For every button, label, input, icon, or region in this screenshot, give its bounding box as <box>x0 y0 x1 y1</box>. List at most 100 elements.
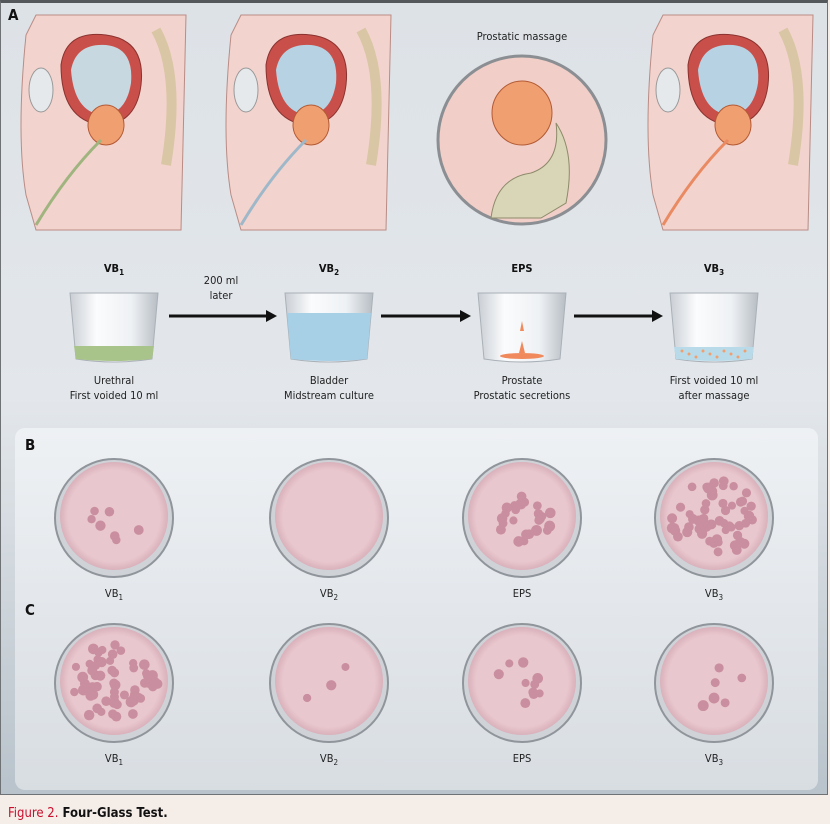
dish-label: VB3 <box>624 586 804 605</box>
bacterial-colony <box>90 506 99 516</box>
culture-dish-c-3 <box>462 623 582 743</box>
dish-label: EPS <box>432 586 612 605</box>
bacterial-colony <box>147 670 158 681</box>
dish-label-base: EPS <box>512 587 532 600</box>
bacterial-colony <box>673 531 683 542</box>
figure-caption: Figure 2. Four-Glass Test. <box>8 806 168 821</box>
cup-description-line2: First voided 10 ml <box>69 389 159 402</box>
panel-label-b: B <box>25 436 36 454</box>
bacterial-colony <box>703 482 714 494</box>
cup-glass <box>669 292 759 363</box>
bacterial-colony <box>87 515 96 524</box>
bacterial-colony <box>110 640 120 650</box>
bacterial-colony <box>727 523 736 532</box>
bacterial-colony <box>505 659 514 668</box>
cup-title-base: VB <box>103 262 120 275</box>
dish-label: VB3 <box>624 751 804 770</box>
spine-icon <box>778 27 804 166</box>
particle <box>743 349 747 353</box>
cup-description-line2: Midstream culture <box>284 389 374 402</box>
bacterial-colony <box>737 496 748 506</box>
dish-label: VB2 <box>239 751 419 770</box>
bacterial-colony <box>714 663 724 673</box>
bacterial-colony <box>513 536 524 547</box>
culture-dish-b-1 <box>54 458 174 578</box>
bacterial-colony <box>720 505 731 516</box>
bacterial-colony <box>498 519 508 528</box>
bacterial-colony <box>741 488 752 498</box>
cup-title-base: EPS <box>511 262 533 275</box>
dish-label-sub: 1 <box>118 593 124 603</box>
figure-number: Figure 2. <box>8 806 59 821</box>
dish-agar <box>275 462 383 570</box>
cup-2 <box>284 292 374 363</box>
bacterial-colony <box>87 665 98 676</box>
bacterial-colony <box>518 657 529 668</box>
bacterial-colony <box>697 700 709 712</box>
bacterial-colony <box>104 507 115 517</box>
bacterial-colony <box>737 673 747 683</box>
dish-agar <box>60 462 168 570</box>
particle <box>722 349 726 353</box>
dish-label-base: VB <box>104 587 119 600</box>
pubic-bone-icon <box>28 67 54 113</box>
bacterial-colony <box>667 513 678 524</box>
bacterial-colony <box>532 673 544 684</box>
bacterial-colony <box>509 516 518 525</box>
gloved-finger-icon <box>490 122 570 219</box>
bacterial-colony <box>341 662 350 671</box>
figure-title: Four-Glass Test. <box>62 806 168 821</box>
particle <box>729 352 733 356</box>
cup-title: VB2 <box>299 262 359 277</box>
bacterial-colony <box>119 690 129 700</box>
bacterial-colony <box>720 698 730 708</box>
particle <box>708 352 712 356</box>
bacterial-colony <box>545 507 556 519</box>
bacterial-colony <box>70 687 79 697</box>
cup-title: VB3 <box>684 262 744 277</box>
bacterial-colony <box>85 690 96 701</box>
arrowhead-2 <box>460 310 471 322</box>
bacterial-colony <box>108 696 120 708</box>
dish-label-base: VB <box>704 587 719 600</box>
cup-title-sub: 2 <box>334 268 340 278</box>
prostate-icon <box>87 104 125 146</box>
dish-label-sub: 2 <box>333 593 339 603</box>
fluid-midstream <box>287 313 371 361</box>
culture-dish-c-1 <box>54 623 174 743</box>
bacterial-colony <box>101 696 111 706</box>
bacterial-colony <box>116 646 126 655</box>
bacterial-colony <box>687 482 697 492</box>
cup-title: EPS <box>492 262 552 277</box>
bacterial-colony <box>98 645 107 655</box>
bacterial-colony <box>493 669 504 680</box>
arrowhead-3 <box>652 310 663 322</box>
dish-label: EPS <box>432 751 612 770</box>
illustration <box>20 14 814 743</box>
cup-title-base: VB <box>318 262 335 275</box>
culture-dish-b-3 <box>462 458 582 578</box>
bacterial-colony <box>520 698 531 709</box>
bacterial-colony <box>521 678 530 688</box>
bacterial-colony <box>83 709 95 721</box>
dish-label-base: VB <box>704 752 719 765</box>
culture-dish-b-2 <box>269 458 389 578</box>
bacterial-colony <box>97 707 106 716</box>
bacterial-colony <box>696 528 708 539</box>
bacterial-colony <box>139 659 150 670</box>
bacterial-colony <box>152 678 163 689</box>
particle <box>736 355 740 359</box>
bacterial-colony <box>675 502 686 512</box>
cup-description-line1: First voided 10 ml <box>669 374 759 387</box>
cup-description-line1: Urethral <box>93 374 135 387</box>
particle <box>687 352 691 356</box>
bacterial-colony <box>542 526 552 535</box>
particle <box>701 349 705 353</box>
dish-label-sub: 3 <box>718 758 724 768</box>
bacterial-colony <box>109 678 119 688</box>
fluid-post-massage <box>674 347 754 361</box>
spine-icon <box>356 27 382 166</box>
cup-1 <box>69 292 159 363</box>
